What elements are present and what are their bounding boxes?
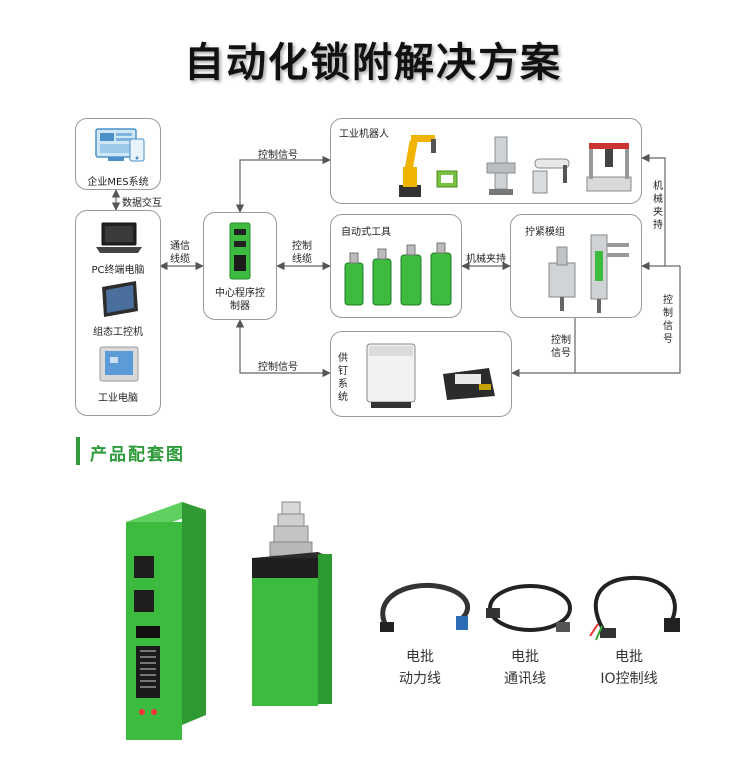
power-cable-line2: 动力线 bbox=[399, 671, 441, 687]
pc-label: PC终端电脑 bbox=[91, 265, 145, 276]
robot-label: 工业机器人 bbox=[339, 129, 389, 140]
mech-clamp-right-label: 机械夹持 bbox=[653, 181, 663, 231]
control-signal-right-label: 控制信号 bbox=[663, 295, 673, 345]
tightening-module-icon bbox=[548, 234, 629, 313]
controller-device-icon bbox=[229, 222, 251, 280]
comm-cable-line1: 电批 bbox=[511, 649, 539, 665]
io-cable-line1: 电批 bbox=[615, 649, 643, 665]
ipc-label: 工业电脑 bbox=[98, 393, 138, 404]
robot-arm-icon bbox=[399, 135, 436, 197]
comm-cable-caption: 电批 通讯线 bbox=[480, 646, 570, 690]
screw-feeder-desktop-icon bbox=[443, 368, 495, 400]
section-accent-bar bbox=[76, 437, 80, 465]
mech-clamp-mid-label: 机械夹持 bbox=[466, 254, 506, 265]
control-cable-label: 控制线缆 bbox=[292, 241, 312, 265]
feeder-box: 供钉系统 bbox=[330, 331, 512, 417]
io-cable-caption: 电批 IO控制线 bbox=[584, 646, 674, 690]
terminal-group-box: PC终端电脑 组态工控机 工业电脑 bbox=[75, 210, 161, 416]
power-cable-caption: 电批 动力线 bbox=[375, 646, 465, 690]
control-signal-bottom-label: 控制信号 bbox=[258, 362, 298, 373]
control-signal-feeder-label: 控制信号 bbox=[551, 335, 571, 359]
hmi-label: 组态工控机 bbox=[93, 327, 143, 338]
auto-tool-box: 自动式工具 bbox=[330, 214, 462, 318]
section-title: 产品配套图 bbox=[90, 445, 185, 465]
industrial-pc-icon bbox=[99, 346, 139, 382]
linear-module-icon bbox=[486, 136, 516, 195]
power-cable-line1: 电批 bbox=[406, 649, 434, 665]
mes-system-icon bbox=[95, 128, 145, 162]
tighten-label: 拧紧模组 bbox=[525, 227, 565, 238]
control-signal-top-label: 控制信号 bbox=[258, 150, 298, 161]
controller-box: 中心程序控制器 bbox=[203, 212, 277, 320]
comm-cable-label: 通信线缆 bbox=[170, 241, 190, 265]
auto-tool-label: 自动式工具 bbox=[341, 227, 391, 238]
laptop-icon bbox=[96, 222, 142, 253]
data-exchange-label: 数据交互 bbox=[122, 198, 162, 209]
desktop-robot-icon bbox=[586, 143, 632, 192]
tighten-box: 拧紧模组 bbox=[510, 214, 642, 318]
io-cable-line2: IO控制线 bbox=[600, 671, 658, 687]
communication-cable-product bbox=[486, 584, 572, 632]
box-part-icon bbox=[436, 170, 458, 188]
feeder-label: 供钉系统 bbox=[338, 353, 348, 403]
scara-robot-icon bbox=[532, 158, 570, 194]
mes-box: 企业MES系统 bbox=[75, 118, 161, 190]
auto-screwdrivers-icon bbox=[344, 242, 452, 306]
mes-label: 企业MES系统 bbox=[87, 177, 149, 188]
io-control-cable-product bbox=[589, 575, 680, 641]
controller-label: 中心程序控制器 bbox=[215, 288, 265, 312]
power-cable-product bbox=[380, 582, 471, 632]
robot-box: 工业机器人 bbox=[330, 118, 642, 204]
servo-driver-product bbox=[126, 502, 206, 740]
comm-cable-line2: 通讯线 bbox=[504, 671, 546, 687]
electric-screwdriver-motor-product bbox=[252, 501, 332, 706]
screw-feeder-cabinet-icon bbox=[366, 343, 416, 408]
hmi-panel-icon bbox=[102, 281, 138, 317]
page-title: 自动化锁附解决方案 bbox=[184, 39, 562, 86]
